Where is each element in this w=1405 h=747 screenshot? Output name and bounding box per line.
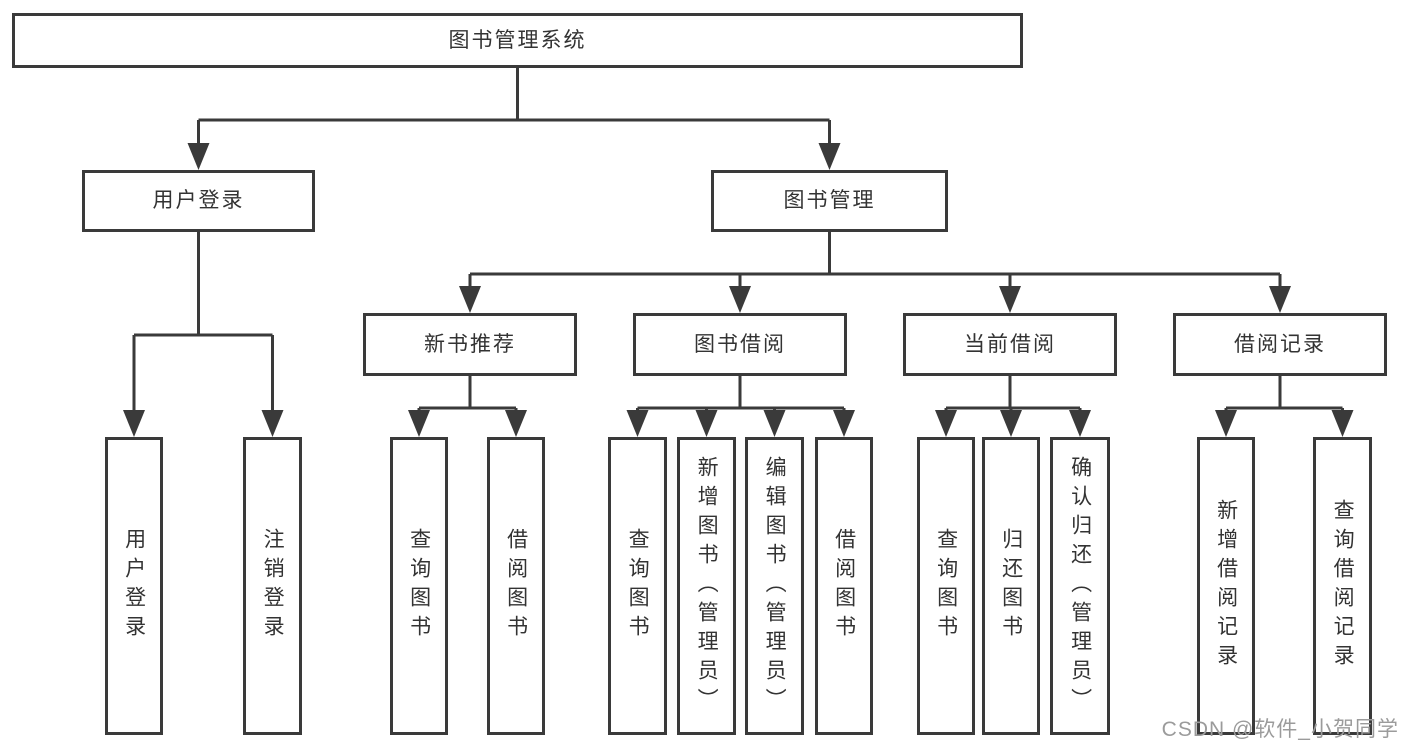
leaf-query-books-current: 查询图书	[917, 437, 975, 735]
node-user-login-branch: 用户登录	[82, 170, 315, 232]
leaf-query-borrow-record: 查询借阅记录	[1313, 437, 1372, 735]
leaf-return-books: 归还图书	[982, 437, 1040, 735]
leaf-add-borrow-record: 新增借阅记录	[1197, 437, 1255, 735]
leaf-borrow-books-recommend: 借阅图书	[487, 437, 545, 735]
leaf-logout: 注销登录	[243, 437, 302, 735]
node-borrow-records: 借阅记录	[1173, 313, 1387, 376]
leaf-user-login: 用户登录	[105, 437, 163, 735]
node-system-root: 图书管理系统	[12, 13, 1023, 68]
leaf-query-books-borrow: 查询图书	[608, 437, 667, 735]
node-current-borrow: 当前借阅	[903, 313, 1117, 376]
leaf-edit-book-admin: 编辑图书（管理员）	[745, 437, 804, 735]
node-new-book-recommend: 新书推荐	[363, 313, 577, 376]
arrowheads	[123, 143, 1354, 437]
node-book-management-branch: 图书管理	[711, 170, 948, 232]
node-book-borrow: 图书借阅	[633, 313, 847, 376]
csdn-watermark: CSDN @软件_小贺同学	[1161, 718, 1399, 741]
leaf-borrow-books: 借阅图书	[815, 437, 873, 735]
leaf-confirm-return-admin: 确认归还（管理员）	[1050, 437, 1110, 735]
leaf-add-book-admin: 新增图书（管理员）	[677, 437, 736, 735]
leaf-query-books-recommend: 查询图书	[390, 437, 448, 735]
